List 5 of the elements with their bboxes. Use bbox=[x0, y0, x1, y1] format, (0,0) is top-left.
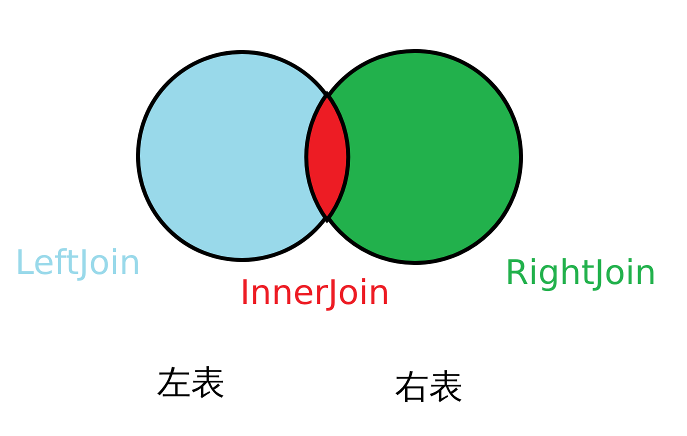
venn-label: RightJoin bbox=[505, 256, 656, 290]
venn-label: LeftJoin bbox=[15, 246, 141, 280]
table-label: 右表 bbox=[395, 370, 463, 404]
venn-label: InnerJoin bbox=[240, 276, 390, 310]
table-label: 左表 bbox=[157, 366, 225, 400]
